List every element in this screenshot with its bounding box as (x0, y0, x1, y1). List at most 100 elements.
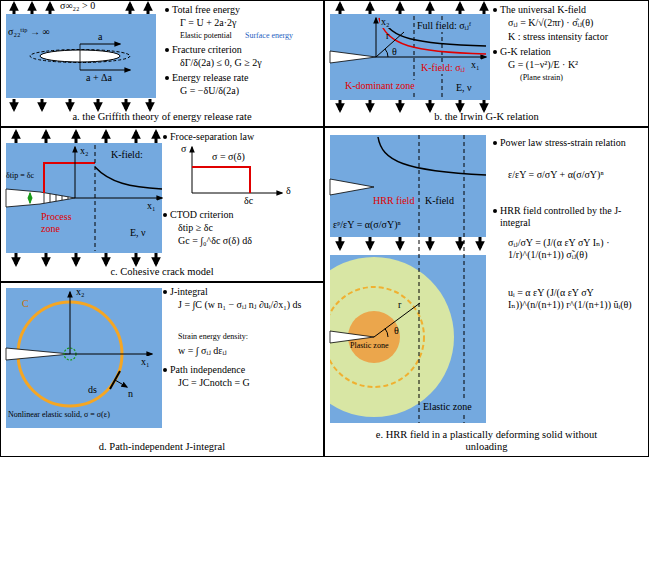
drawing-line (115, 380, 127, 387)
math-label: w = ∫ σᵢⱼ dεᵢⱼ (178, 345, 227, 357)
drawing-line (75, 253, 78, 264)
math-label: a + Δa (86, 72, 112, 84)
drawing-line (464, 135, 465, 423)
math-label: δ (286, 185, 291, 197)
panel-caption: d. Path-independent J-integral (99, 441, 225, 453)
drawing-polygon (330, 51, 376, 63)
math-label: Strain energy density: (178, 332, 248, 341)
math-label: a (98, 31, 102, 43)
drawing-line (376, 32, 404, 57)
math-label: σ (181, 143, 186, 155)
drawing-line (49, 4, 52, 14)
bullet-heading: Total free energy (172, 4, 240, 16)
drawing-circle (330, 257, 454, 417)
bullet-heading: HRR field controlled by the J-integral (500, 205, 645, 228)
panel-caption: c. Cohesive crack model (110, 266, 213, 278)
math-label: x₂ (76, 286, 85, 298)
math-label: Gc = ∫₀^δc σ(δ) dδ (178, 235, 252, 247)
drawing-line (459, 4, 462, 14)
math-label: Elastic potential (180, 31, 232, 40)
drawing-line (80, 70, 130, 71)
drawing-line (135, 132, 138, 143)
panel-box: a. the Griffith theory of energy release… (0, 0, 324, 127)
drawing-line (68, 197, 69, 199)
drawing-circle (163, 290, 167, 294)
math-label: uᵢ = α εY (J/(α εY σY Iₙ))^(n/(n+1)) r^(… (508, 287, 646, 310)
drawing-line (13, 4, 16, 14)
math-label: x₁ (146, 200, 157, 212)
drawing-path (385, 329, 388, 337)
drawing-circle (165, 48, 169, 52)
drawing-g (340, 237, 480, 248)
bullet-heading: Energy release rate (172, 72, 248, 84)
drawing-line (155, 132, 158, 143)
drawing-rect (6, 288, 162, 428)
drawing-circle (165, 76, 169, 80)
drawing-g (6, 132, 282, 264)
drawing-line (399, 4, 402, 14)
math-label: ε/εY = σ/σY + α(σ/σY)ⁿ (508, 169, 604, 181)
math-label: K-field: σᵢⱼ (420, 62, 466, 74)
drawing-line (192, 147, 193, 193)
drawing-line (15, 253, 18, 264)
math-label: C (22, 298, 29, 310)
drawing-path (385, 49, 388, 57)
panel-caption: b. the Irwin G-K relation (434, 111, 539, 123)
bullet-heading: Power law stress-strain relation (500, 137, 626, 149)
drawing-g (330, 257, 454, 417)
drawing-rect (330, 135, 486, 237)
drawing-line (369, 237, 372, 248)
math-label: E, ν (456, 82, 472, 94)
math-label: ds (88, 384, 97, 396)
drawing-g (6, 288, 162, 428)
math-label: εᵖ/εY = α(σ/σY)ⁿ (332, 219, 402, 231)
math-label: σ₂₂ᵗⁱᵖ → ∞ (8, 26, 50, 38)
drawing-line (45, 253, 48, 264)
drawing-line (374, 303, 420, 337)
bullet-heading: Path independence (170, 364, 245, 376)
math-label: x₁ (470, 59, 481, 71)
math-label: σ∞₂₂ > 0 (60, 0, 95, 12)
panel-caption: e. HRR field in a plastically deforming … (373, 429, 600, 453)
drawing-line (429, 4, 432, 14)
math-label: Plastic zone (350, 341, 388, 350)
panel-box: c. Cohesive crack model (0, 127, 324, 282)
math-label: K-dominant zone (344, 80, 416, 92)
panel-box: b. the Irwin G-K relation (324, 0, 649, 127)
math-label: δtip = δc (6, 171, 34, 180)
drawing-line (75, 147, 76, 198)
math-label: K-field (424, 195, 455, 207)
drawing-circle (330, 287, 424, 387)
math-label: x₂ (79, 145, 90, 157)
drawing-line (192, 193, 282, 194)
drawing-line (125, 99, 128, 109)
drawing-line (62, 196, 63, 200)
math-label: Process zone (40, 211, 88, 234)
drawing-line (369, 4, 372, 14)
drawing-line (29, 193, 30, 203)
drawing-g (294, 135, 486, 423)
drawing-polygon (6, 189, 75, 207)
bullet-heading: G-K relation (500, 46, 551, 58)
drawing-circle (493, 8, 497, 12)
drawing-circle (165, 8, 169, 12)
drawing-line (50, 194, 51, 203)
drawing-path (192, 167, 250, 193)
drawing-circle (163, 368, 167, 372)
drawing-line (31, 4, 34, 14)
drawing-circle (493, 209, 497, 213)
drawing-path (95, 167, 162, 189)
bullet-heading: Fracture criterion (172, 44, 242, 56)
math-label: δtip ≥ δc (178, 222, 213, 234)
drawing-line (149, 99, 152, 109)
drawing-line (419, 135, 420, 423)
math-label: r (398, 299, 401, 311)
drawing-line (70, 354, 152, 355)
math-label: G = −δU/δ(2a) (180, 85, 239, 97)
drawing-circle (163, 213, 167, 217)
bullet-heading: Froce-separation law (170, 131, 254, 143)
drawing-path (378, 137, 486, 175)
math-label: δc (244, 195, 253, 207)
drawing-line (80, 44, 120, 45)
